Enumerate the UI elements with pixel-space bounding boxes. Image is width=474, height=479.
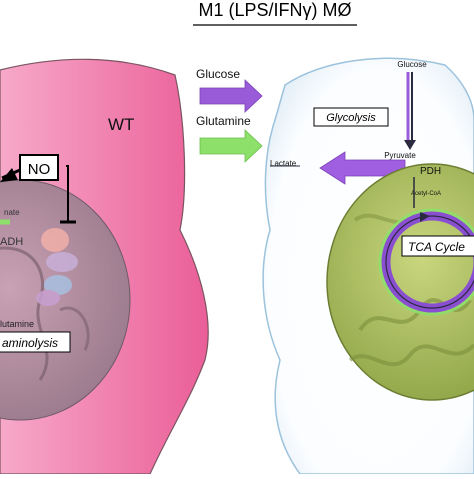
pdh-label: PDH <box>420 166 441 177</box>
enzyme-complex-icon <box>36 228 78 306</box>
wt-partial-glutamine: lutamine <box>0 319 34 329</box>
m1-mitochondrion <box>326 163 474 401</box>
pyruvate-label: Pyruvate <box>384 151 416 160</box>
tca-box <box>401 235 474 257</box>
wt-mito-cristae-2 <box>59 306 90 351</box>
lactate-label: Lactate <box>270 159 297 168</box>
no-arrowhead <box>0 168 18 182</box>
glycolysis-arrowhead <box>404 140 416 150</box>
glutamine-input-arrow <box>199 129 263 163</box>
glutamine-input-label: Glutamine <box>196 114 251 128</box>
wt-partial-nate: nate <box>4 208 20 217</box>
glycolysis-box <box>313 107 389 127</box>
no-label: NO <box>28 161 51 178</box>
glucose-input-label: Glucose <box>196 67 240 81</box>
tca-outer-ring <box>378 208 474 316</box>
no-box <box>19 154 59 181</box>
input-arrows: Glucose Glutamine <box>196 67 263 163</box>
wt-label: WT <box>108 115 134 134</box>
glycolysis-label: Glycolysis <box>326 112 376 124</box>
glucose-node-label: Glucose <box>397 60 427 69</box>
acetyl-coa-label: Acetyl-CoA <box>411 191 441 197</box>
glucose-input-arrow <box>199 79 263 113</box>
diagram-title: M1 (LPS/IFNγ) MØ <box>198 0 351 20</box>
wt-partial-pathway: aminolysis <box>2 336 58 350</box>
wt-macrophage: WT nate ADH NO lutamine aminolysis <box>0 58 209 475</box>
tca-cycle-label: TCA Cycle <box>408 240 465 254</box>
tca-ring-outline <box>385 215 474 309</box>
m1-macrophage: Glucose Glycolysis Pyruvate Lactate PDH … <box>262 57 474 475</box>
tca-arrowhead <box>420 212 430 222</box>
wt-partial-enzyme: ADH <box>0 236 23 248</box>
no-inhibition-line <box>66 165 69 222</box>
glutaminolysis-box <box>0 331 71 353</box>
m1-cristae-2 <box>348 343 474 367</box>
